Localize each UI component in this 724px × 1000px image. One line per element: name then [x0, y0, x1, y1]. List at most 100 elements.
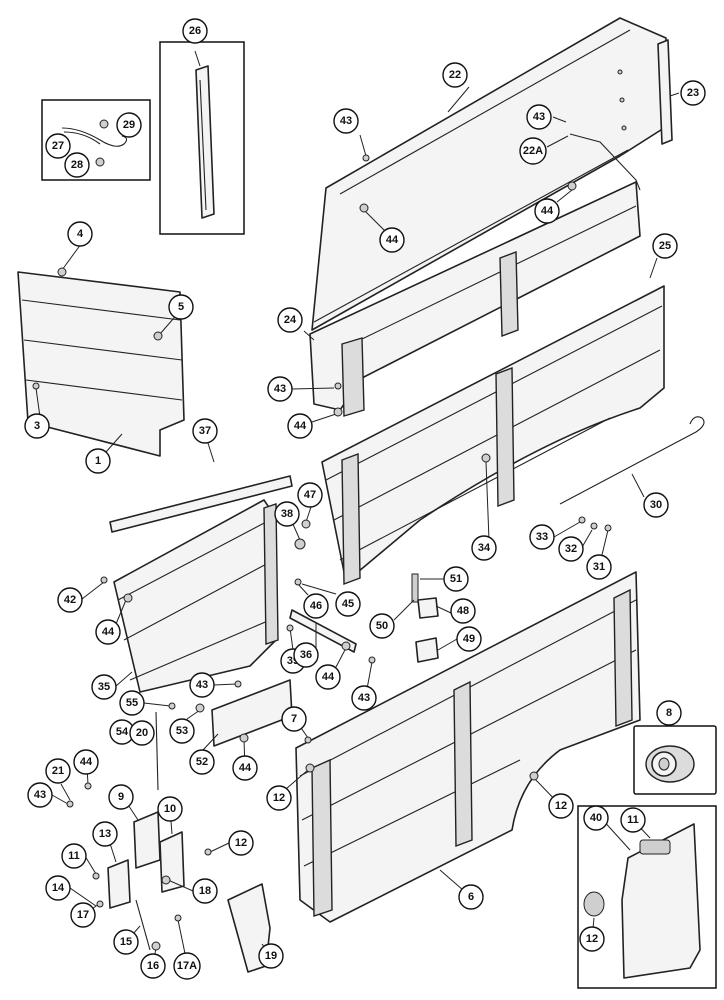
- callout-label: 13: [99, 828, 111, 840]
- callout-label: 53: [176, 725, 188, 737]
- callout-label: 44: [239, 762, 252, 774]
- callout-6: 6: [458, 884, 484, 910]
- callout-label: 8: [666, 707, 672, 719]
- hardware-marks: [32, 154, 612, 951]
- callout-12: 12: [579, 926, 605, 952]
- callout-10: 10: [157, 796, 183, 822]
- callout-42: 42: [57, 587, 83, 613]
- callout-label: 47: [304, 489, 316, 501]
- callout-label: 44: [294, 420, 307, 432]
- callout-label: 14: [52, 882, 65, 894]
- callout-label: 43: [358, 692, 370, 704]
- callout-49: 49: [456, 626, 482, 652]
- callout-label: 38: [281, 508, 293, 520]
- rod-30: [559, 416, 705, 505]
- callout-44: 44: [315, 664, 341, 690]
- callout-label: 12: [555, 800, 567, 812]
- callout-label: 5: [178, 301, 184, 313]
- callout-7: 7: [281, 706, 307, 732]
- callout-label: 19: [265, 950, 277, 962]
- callout-43: 43: [267, 376, 293, 402]
- callout-label: 48: [457, 605, 469, 617]
- callout-8: 8: [656, 700, 682, 726]
- callout-1: 1: [85, 448, 111, 474]
- callout-label: 24: [284, 314, 297, 326]
- callout-label: 44: [386, 234, 399, 246]
- callout-label: 27: [52, 140, 64, 152]
- callout-label: 44: [80, 756, 93, 768]
- callout-53: 53: [169, 718, 195, 744]
- callout-label: 43: [340, 115, 352, 127]
- callout-11: 11: [61, 843, 87, 869]
- callout-28: 28: [64, 152, 90, 178]
- callout-label: 43: [274, 383, 286, 395]
- rod-20: [155, 711, 159, 791]
- callout-51: 51: [443, 566, 469, 592]
- callout-50: 50: [369, 613, 395, 639]
- callout-43: 43: [189, 672, 215, 698]
- callout-label: 44: [102, 626, 115, 638]
- callout-label: 22: [449, 69, 461, 81]
- callout-30: 30: [643, 492, 669, 518]
- callout-13: 13: [92, 821, 118, 847]
- callout-43: 43: [526, 104, 552, 130]
- callout-44: 44: [95, 619, 121, 645]
- callout-18: 18: [192, 878, 218, 904]
- callout-label: 32: [565, 543, 577, 555]
- callout-17: 17: [70, 902, 96, 928]
- callout-44: 44: [534, 198, 560, 224]
- callout-52: 52: [189, 749, 215, 775]
- callout-label: 18: [199, 885, 211, 897]
- callout-label: 29: [123, 119, 135, 131]
- callout-36: 36: [293, 642, 319, 668]
- callout-label: 43: [34, 789, 46, 801]
- bracket-52: [211, 679, 293, 747]
- callout-12: 12: [228, 830, 254, 856]
- callout-label: 44: [541, 205, 554, 217]
- callout-14: 14: [45, 875, 71, 901]
- callout-16: 16: [140, 953, 166, 979]
- panel-35: [113, 499, 279, 693]
- callout-label: 26: [189, 25, 201, 37]
- callout-4: 4: [67, 221, 93, 247]
- callout-31: 31: [586, 554, 612, 580]
- callout-label: 42: [64, 594, 76, 606]
- callout-20: 20: [129, 720, 155, 746]
- callout-label: 37: [199, 425, 211, 437]
- callout-43: 43: [351, 685, 377, 711]
- inset-box-26: [159, 41, 245, 235]
- callout-3: 3: [24, 413, 50, 439]
- callout-label: 4: [77, 228, 84, 240]
- callout-label: 50: [376, 620, 388, 632]
- callout-5: 5: [168, 294, 194, 320]
- callout-label: 20: [136, 727, 148, 739]
- inset-box-27-28-29: [41, 99, 151, 181]
- callout-label: 25: [659, 240, 671, 252]
- callout-45: 45: [335, 591, 361, 617]
- callout-label: 16: [147, 960, 159, 972]
- callout-label: 31: [593, 561, 605, 573]
- callout-44: 44: [287, 413, 313, 439]
- callout-38: 38: [274, 501, 300, 527]
- callout-label: 43: [196, 679, 208, 691]
- callout-label: 33: [536, 531, 548, 543]
- callout-label: 1: [95, 455, 101, 467]
- callout-label: 30: [650, 499, 662, 511]
- callout-17a: 17A: [173, 952, 201, 980]
- hinge-brackets: [107, 811, 185, 951]
- callout-40: 40: [583, 805, 609, 831]
- strip-23: [657, 39, 673, 145]
- callout-55: 55: [119, 690, 145, 716]
- callout-label: 44: [322, 671, 335, 683]
- callout-15: 15: [113, 929, 139, 955]
- callout-label: 51: [450, 573, 462, 585]
- callout-label: 9: [118, 791, 124, 803]
- callout-25: 25: [652, 233, 678, 259]
- callout-label: 11: [68, 850, 80, 862]
- callout-label: 49: [463, 633, 475, 645]
- panel-6: [295, 571, 641, 923]
- callout-label: 22A: [523, 145, 543, 157]
- callout-32: 32: [558, 536, 584, 562]
- callout-19: 19: [258, 943, 284, 969]
- callout-label: 23: [687, 87, 699, 99]
